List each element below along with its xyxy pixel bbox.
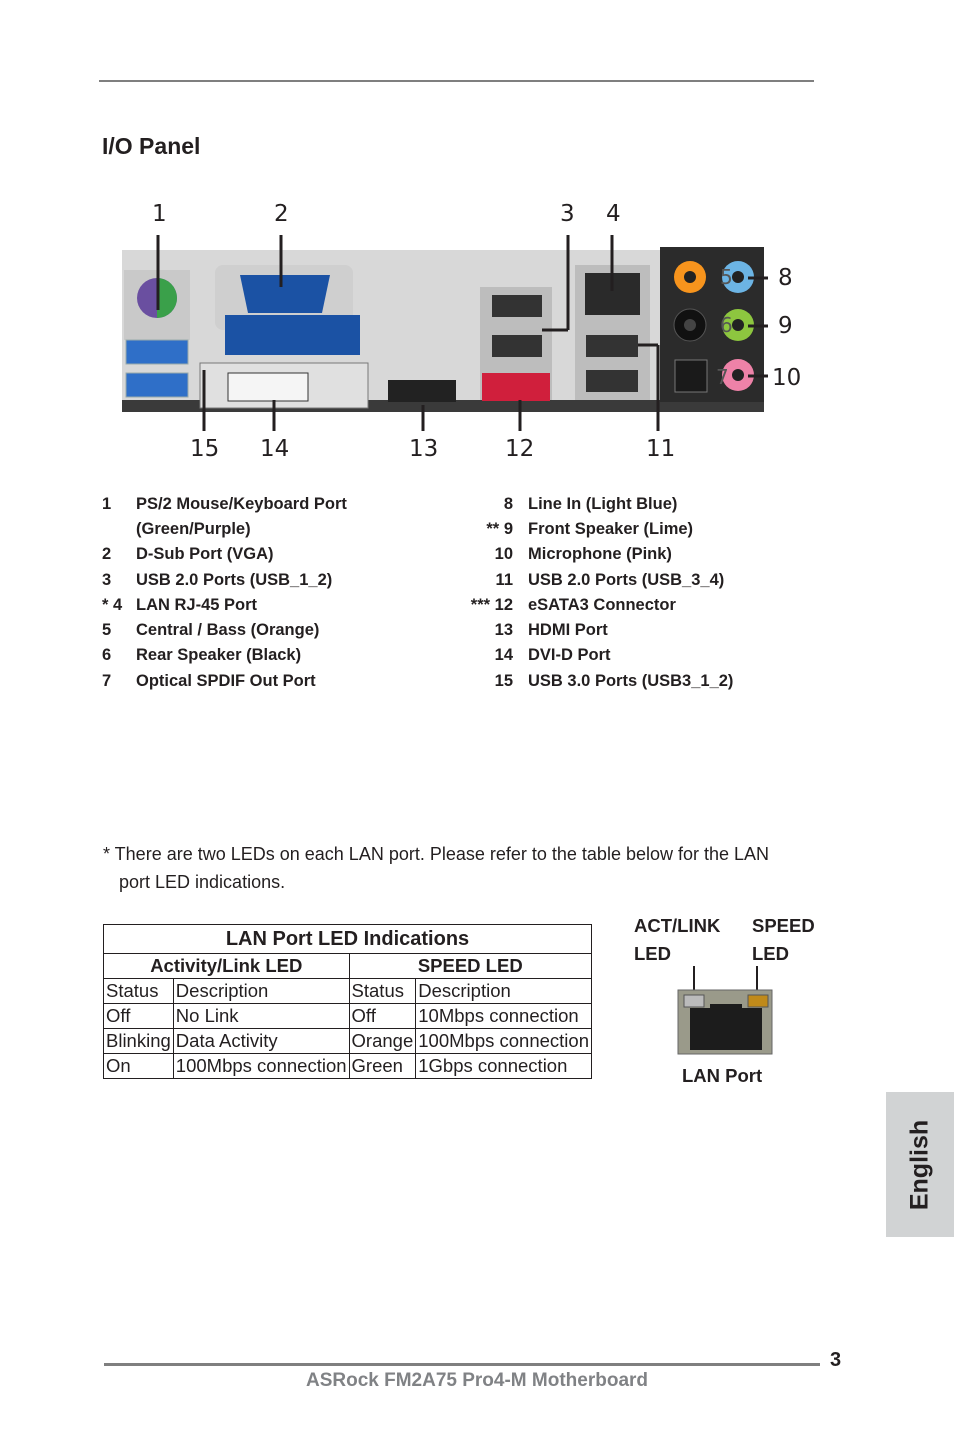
callout-4: 4: [606, 201, 621, 227]
callout-11: 11: [646, 436, 676, 462]
table-row: Off No Link Off 10Mbps connection: [103, 1003, 592, 1029]
lan-port-icon: [677, 966, 773, 1055]
note-line-2: port LED indications.: [119, 872, 286, 892]
note-line-1: * There are two LEDs on each LAN port. P…: [103, 844, 770, 864]
top-rule: [99, 80, 814, 82]
section-title: I/O Panel: [102, 133, 201, 159]
spdif-port-icon: [674, 359, 708, 393]
vga-port-icon: [240, 275, 330, 313]
callout-10: 10: [772, 365, 802, 391]
esata-port-icon: [482, 373, 550, 401]
lan-led-note: * There are two LEDs on each LAN port. P…: [103, 840, 823, 896]
callout-6: 6: [720, 313, 733, 337]
lan-led-table: LAN Port LED Indications Activity/Link L…: [103, 924, 592, 1079]
usb2-port-icon: [492, 295, 542, 317]
callout-9: 9: [778, 313, 793, 339]
hdmi-port-icon: [388, 380, 456, 402]
bottom-rule: [104, 1363, 820, 1366]
callout-8: 8: [778, 265, 793, 291]
dvi-port-icon: [227, 372, 309, 402]
lan-port-figure: [676, 966, 776, 1056]
act-link-label: ACT/LINK LED: [634, 915, 721, 964]
callout-5: 5: [720, 265, 733, 289]
language-tab: English: [886, 1092, 954, 1237]
footer-title: ASRock FM2A75 Pro4-M Motherboard: [305, 1370, 649, 1391]
callout-13: 13: [409, 436, 439, 462]
callout-3: 3: [560, 201, 575, 227]
table-row: Status Description Status Description: [103, 978, 592, 1004]
callout-7: 7: [716, 365, 729, 389]
callout-15: 15: [190, 436, 220, 462]
callout-1: 1: [152, 201, 167, 227]
lan-port-label: LAN Port: [682, 1065, 763, 1086]
page-number: 3: [830, 1349, 842, 1371]
table-group-header: Activity/Link LED: [103, 953, 350, 979]
speed-label: SPEED LED: [752, 915, 815, 964]
table-row: On 100Mbps connection Green 1Gbps connec…: [103, 1053, 592, 1079]
table-row: Blinking Data Activity Orange 100Mbps co…: [103, 1028, 592, 1054]
callout-12: 12: [505, 436, 535, 462]
io-panel-illustration: [122, 235, 768, 431]
usb3-port-icon: [125, 339, 189, 365]
callout-14: 14: [260, 436, 290, 462]
table-group-header: SPEED LED: [348, 953, 592, 979]
callout-2: 2: [274, 201, 289, 227]
table-title: LAN Port LED Indications: [103, 924, 592, 954]
io-panel-diagram: 1 2 3 4 5 6 7 8 9 10 15 14 13 12 11: [100, 195, 820, 470]
